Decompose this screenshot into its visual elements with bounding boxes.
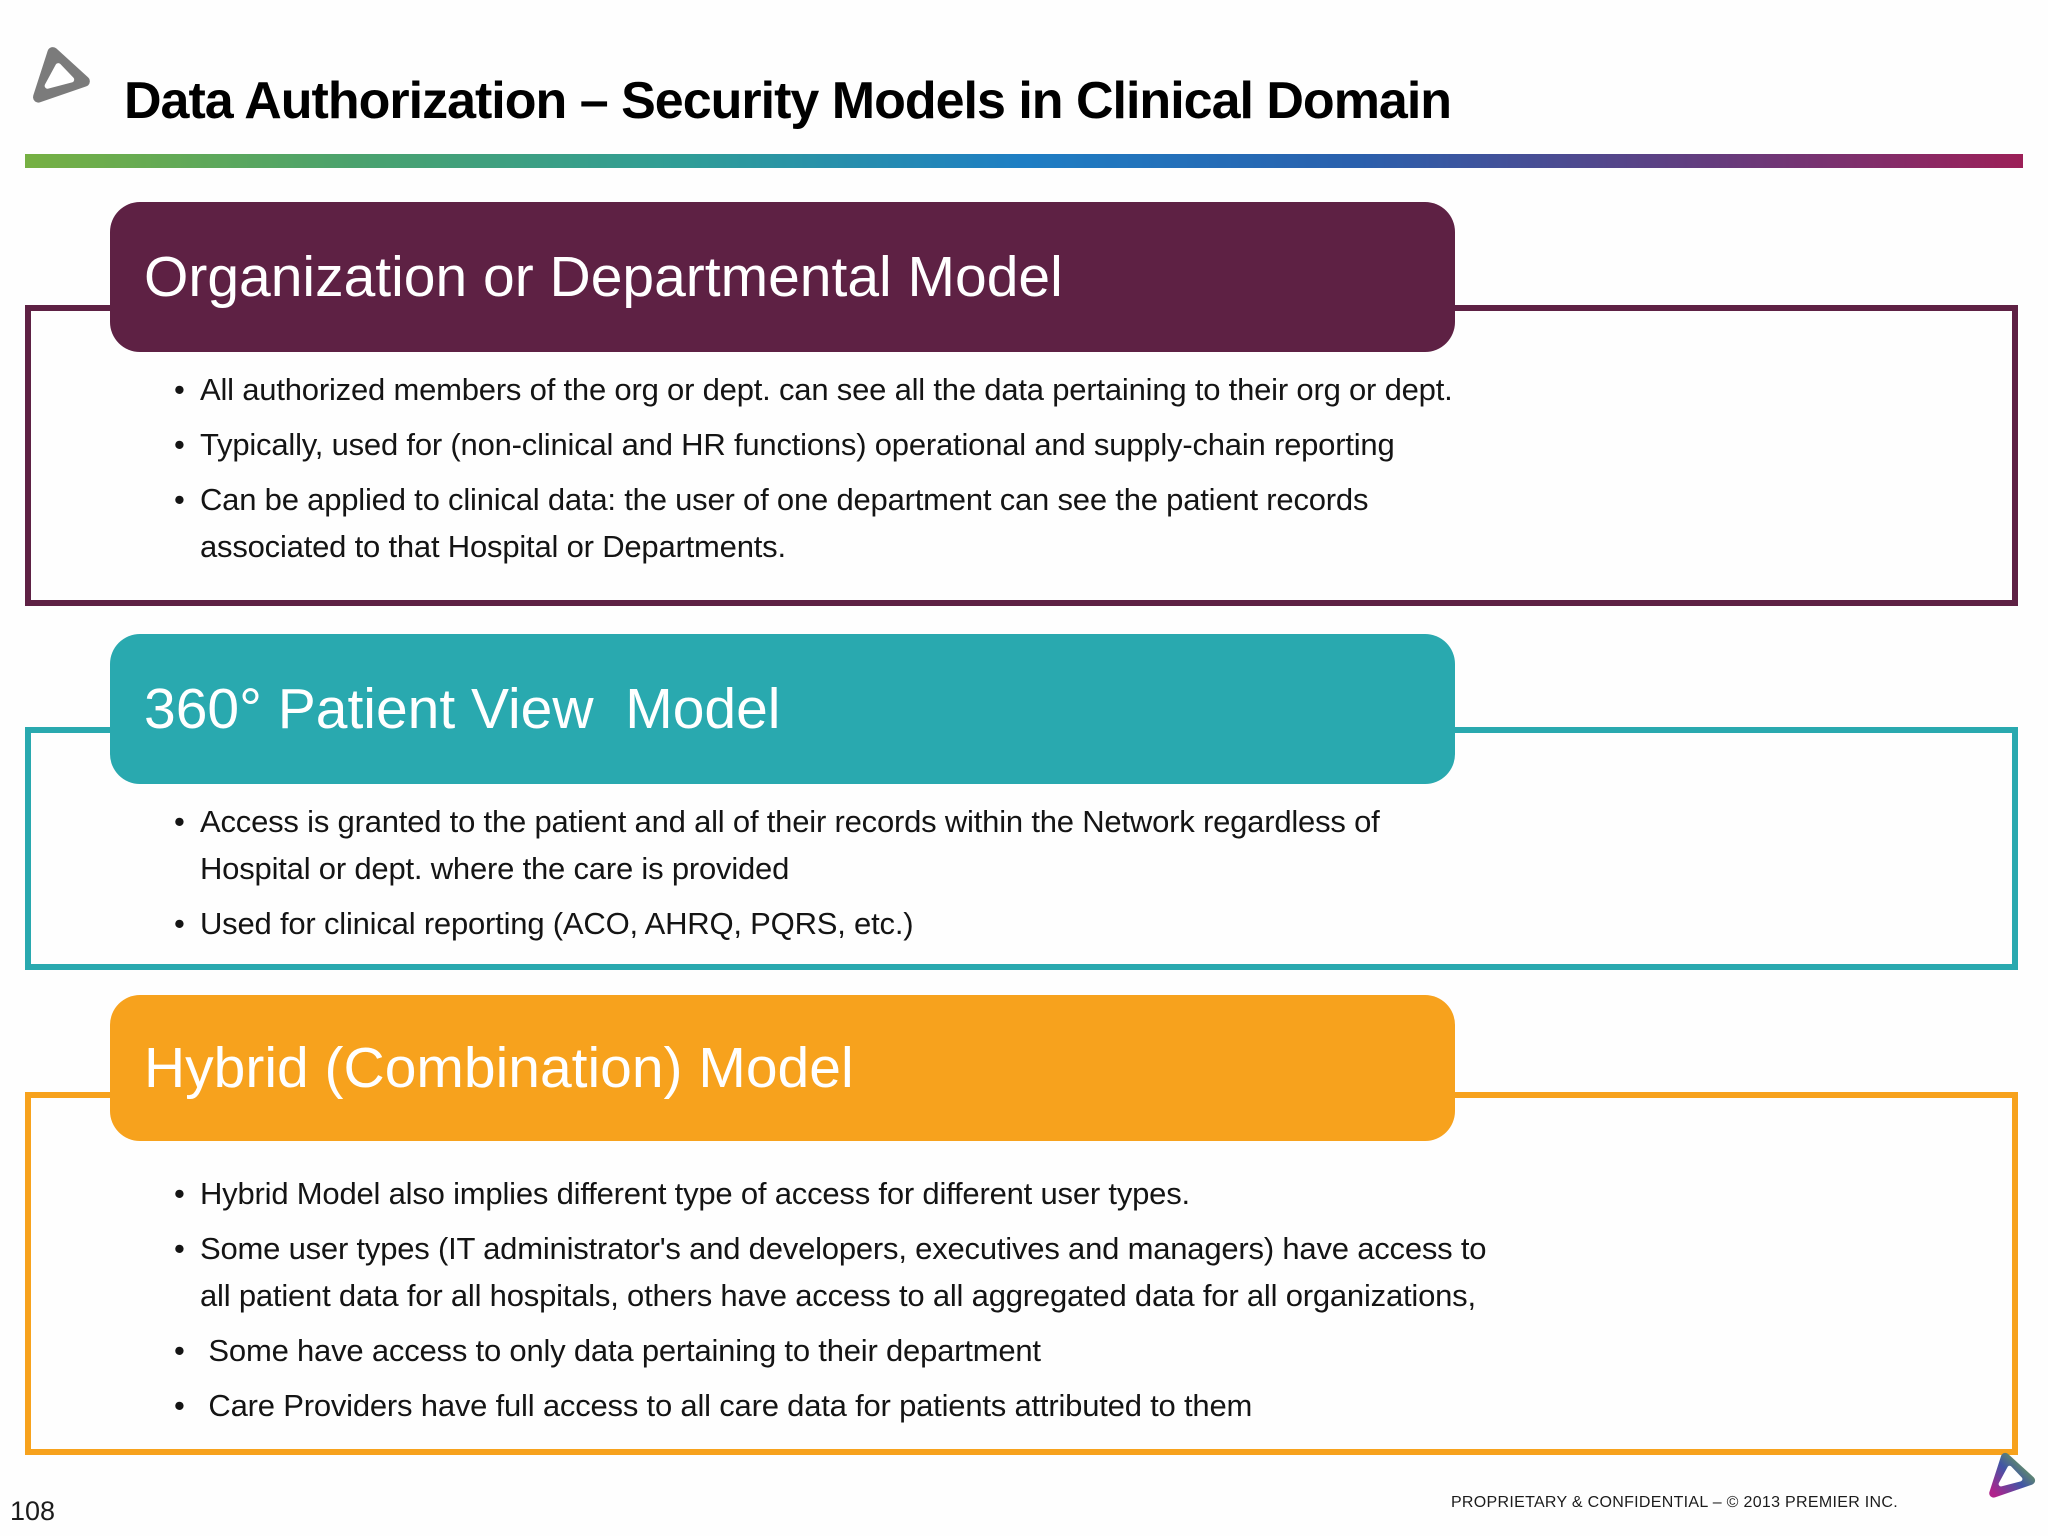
section-hybrid-header: Hybrid (Combination) Model xyxy=(110,995,1455,1141)
bullet-item: Care Providers have full access to all c… xyxy=(172,1382,1912,1429)
bullet-item: Used for clinical reporting (ACO, AHRQ, … xyxy=(172,900,1892,947)
page-number: 108 xyxy=(10,1496,56,1526)
bullet-item: Some have access to only data pertaining… xyxy=(172,1327,1912,1374)
section-hybrid-heading: Hybrid (Combination) Model xyxy=(144,1036,854,1100)
section-360-patient-header: 360° Patient View Model xyxy=(110,634,1455,784)
bullet-item: Some user types (IT administrator's and … xyxy=(172,1225,1912,1319)
bullet-item: Hybrid Model also implies different type… xyxy=(172,1170,1912,1217)
section-org-dept-heading: Organization or Departmental Model xyxy=(144,245,1063,309)
bullet-item: Access is granted to the patient and all… xyxy=(172,798,1892,892)
section-360-patient-bullets: Access is granted to the patient and all… xyxy=(172,798,1892,955)
premier-logo-color-icon xyxy=(1989,1452,2036,1498)
section-org-dept-bullets: All authorized members of the org or dep… xyxy=(172,366,1892,578)
section-360-patient-heading: 360° Patient View Model xyxy=(144,677,781,741)
bullet-item: Can be applied to clinical data: the use… xyxy=(172,476,1892,570)
confidentiality-notice: PROPRIETARY & CONFIDENTIAL – © 2013 PREM… xyxy=(1450,1494,1898,1511)
section-org-dept-header: Organization or Departmental Model xyxy=(110,202,1455,352)
bullet-item: Typically, used for (non-clinical and HR… xyxy=(172,421,1892,468)
gradient-divider xyxy=(25,154,2023,168)
premier-logo-icon xyxy=(33,47,90,103)
page-title: Data Authorization – Security Models in … xyxy=(124,71,1452,130)
bullet-item: All authorized members of the org or dep… xyxy=(172,366,1892,413)
section-hybrid-bullets: Hybrid Model also implies different type… xyxy=(172,1170,1912,1437)
